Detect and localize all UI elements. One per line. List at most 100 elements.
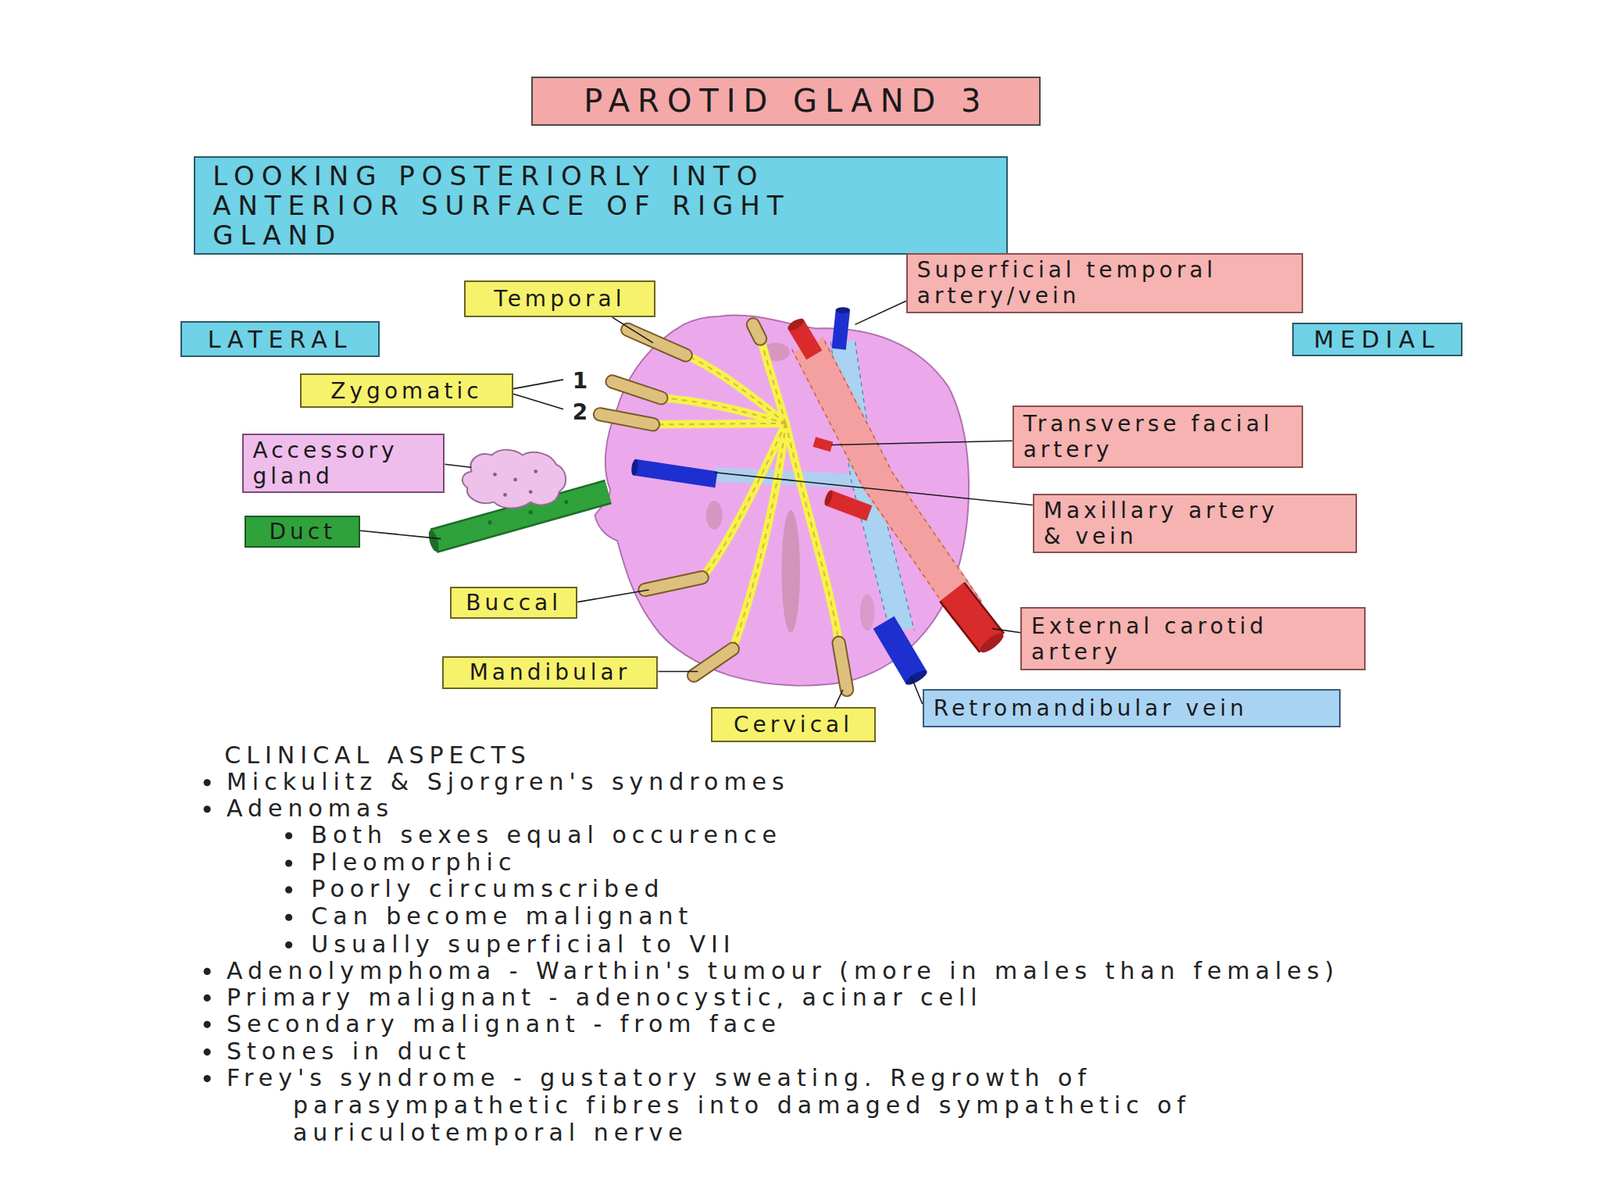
gland-dot bbox=[513, 478, 518, 483]
gland-dot bbox=[492, 472, 497, 477]
gland-dot bbox=[528, 489, 533, 494]
vessel-end bbox=[977, 629, 1007, 656]
superficial-temporal-vein bbox=[839, 310, 843, 350]
clinical-note: Primary malignant - adenocystic, acinar … bbox=[226, 983, 983, 1011]
bullet bbox=[203, 1021, 211, 1029]
box-text: Cervical bbox=[733, 711, 854, 738]
nerve-branch-box: Mandibular bbox=[442, 656, 659, 690]
clinical-note: Frey's syndrome - gustatory sweating. Re… bbox=[226, 1064, 1254, 1147]
nerve-branch-box: Zygomatic bbox=[300, 373, 514, 408]
leader-line bbox=[834, 689, 843, 708]
leader-line bbox=[444, 464, 472, 468]
vessel-end bbox=[630, 458, 640, 476]
clinical-subnote: Poorly circumscribed bbox=[310, 875, 665, 903]
leader-line bbox=[577, 589, 649, 603]
leader-line bbox=[714, 472, 1033, 506]
nerve-stub-outline bbox=[612, 381, 662, 398]
leader-line bbox=[831, 440, 1012, 445]
nerve-stub-outline bbox=[693, 649, 733, 676]
bullet bbox=[285, 941, 293, 949]
section-heading: CLINICAL ASPECTS bbox=[224, 741, 531, 769]
diagram-title: PAROTID GLAND 3 bbox=[583, 82, 989, 119]
leader-line bbox=[910, 676, 922, 704]
gland-patch bbox=[860, 593, 875, 631]
superficial-temporal-artery bbox=[796, 324, 815, 355]
bullet bbox=[285, 832, 293, 840]
box-text: MEDIAL bbox=[1314, 326, 1441, 353]
box-text: Superficial temporal artery/vein bbox=[917, 257, 1246, 309]
gland-dot bbox=[503, 492, 508, 497]
bullet bbox=[203, 1075, 211, 1083]
box-text: Mandibular bbox=[469, 659, 632, 686]
nerve-branch-box: Temporal bbox=[464, 280, 655, 318]
leader-line bbox=[992, 628, 1022, 633]
vessel-label-box: External carotid artery bbox=[1020, 607, 1365, 671]
accessory-gland bbox=[462, 450, 566, 509]
clinical-note: Stones in duct bbox=[226, 1037, 472, 1065]
view-caption-box: LOOKING POSTERIORLY INTO ANTERIOR SURFAC… bbox=[193, 156, 1008, 255]
nerve-branch bbox=[732, 423, 786, 650]
bullet bbox=[285, 914, 293, 922]
nerve-centerline bbox=[653, 336, 840, 650]
leader-line bbox=[855, 300, 907, 325]
box-text: Duct bbox=[268, 518, 336, 545]
parotid-gland bbox=[594, 314, 969, 686]
nerve-stub bbox=[644, 577, 702, 590]
maxillary-vein bbox=[634, 467, 716, 480]
vessel-label-box: Maxillary artery & vein bbox=[1032, 493, 1358, 554]
facial-nerve bbox=[653, 336, 840, 650]
box-text: Retromandibular vein bbox=[933, 695, 1248, 722]
bullet bbox=[285, 859, 293, 867]
structure-label-box: Duct bbox=[244, 515, 361, 549]
bullet bbox=[203, 1048, 211, 1056]
nerve-branch-box: Buccal bbox=[450, 586, 578, 619]
external-carotid-band bbox=[807, 344, 968, 611]
box-text: LOOKING POSTERIORLY INTO ANTERIOR SURFAC… bbox=[212, 160, 916, 250]
gland-dot bbox=[533, 469, 538, 474]
vessel-label-box: Superficial temporal artery/vein bbox=[906, 253, 1304, 314]
maxillary-artery bbox=[828, 497, 870, 514]
nerve-stub-outline bbox=[600, 414, 654, 425]
clinical-subnote: Usually superficial to VII bbox=[310, 930, 736, 958]
nerve-branch-box: Cervical bbox=[710, 707, 875, 742]
nerve-stub bbox=[693, 649, 733, 676]
callout-number: 1 bbox=[572, 369, 588, 393]
leader-line bbox=[513, 393, 564, 410]
title-box: PAROTID GLAND 3 bbox=[531, 76, 1041, 126]
nerve-stub bbox=[627, 329, 686, 356]
clinical-subnote: Pleomorphic bbox=[310, 848, 517, 876]
leader-line bbox=[657, 671, 698, 673]
box-text: Accessory gland bbox=[253, 437, 433, 490]
clinical-note: Mickulitz & Sjorgren's syndromes bbox=[226, 767, 790, 796]
nerve-stub-outline bbox=[644, 577, 702, 590]
nerve-stub-outline bbox=[627, 329, 686, 356]
gland-patch bbox=[706, 500, 723, 530]
bullet bbox=[203, 994, 211, 1002]
bullet bbox=[203, 778, 211, 786]
box-text: Zygomatic bbox=[330, 378, 483, 404]
box-text: Temporal bbox=[493, 285, 625, 312]
leader-line bbox=[360, 530, 441, 539]
external-carotid-artery bbox=[952, 592, 993, 643]
vessel-end bbox=[903, 667, 929, 688]
nerve-stub bbox=[839, 642, 847, 690]
clinical-subnote: Can become malignant bbox=[310, 902, 693, 930]
box-text: Buccal bbox=[465, 589, 562, 616]
bullet bbox=[203, 805, 211, 813]
callout-number: 2 bbox=[572, 400, 588, 425]
duct-dot bbox=[564, 500, 568, 504]
gland-patch bbox=[781, 510, 800, 633]
duct-end bbox=[426, 528, 441, 554]
box-text: External carotid artery bbox=[1031, 613, 1313, 665]
leader-line bbox=[513, 379, 564, 390]
orientation-box: MEDIAL bbox=[1292, 322, 1463, 357]
structure-label-box: Accessory gland bbox=[242, 433, 446, 493]
nerve-stub bbox=[612, 381, 662, 398]
vessel-end bbox=[822, 489, 835, 507]
bullet bbox=[203, 967, 211, 975]
bullet bbox=[285, 885, 293, 893]
clinical-note: Adenomas bbox=[226, 794, 394, 822]
